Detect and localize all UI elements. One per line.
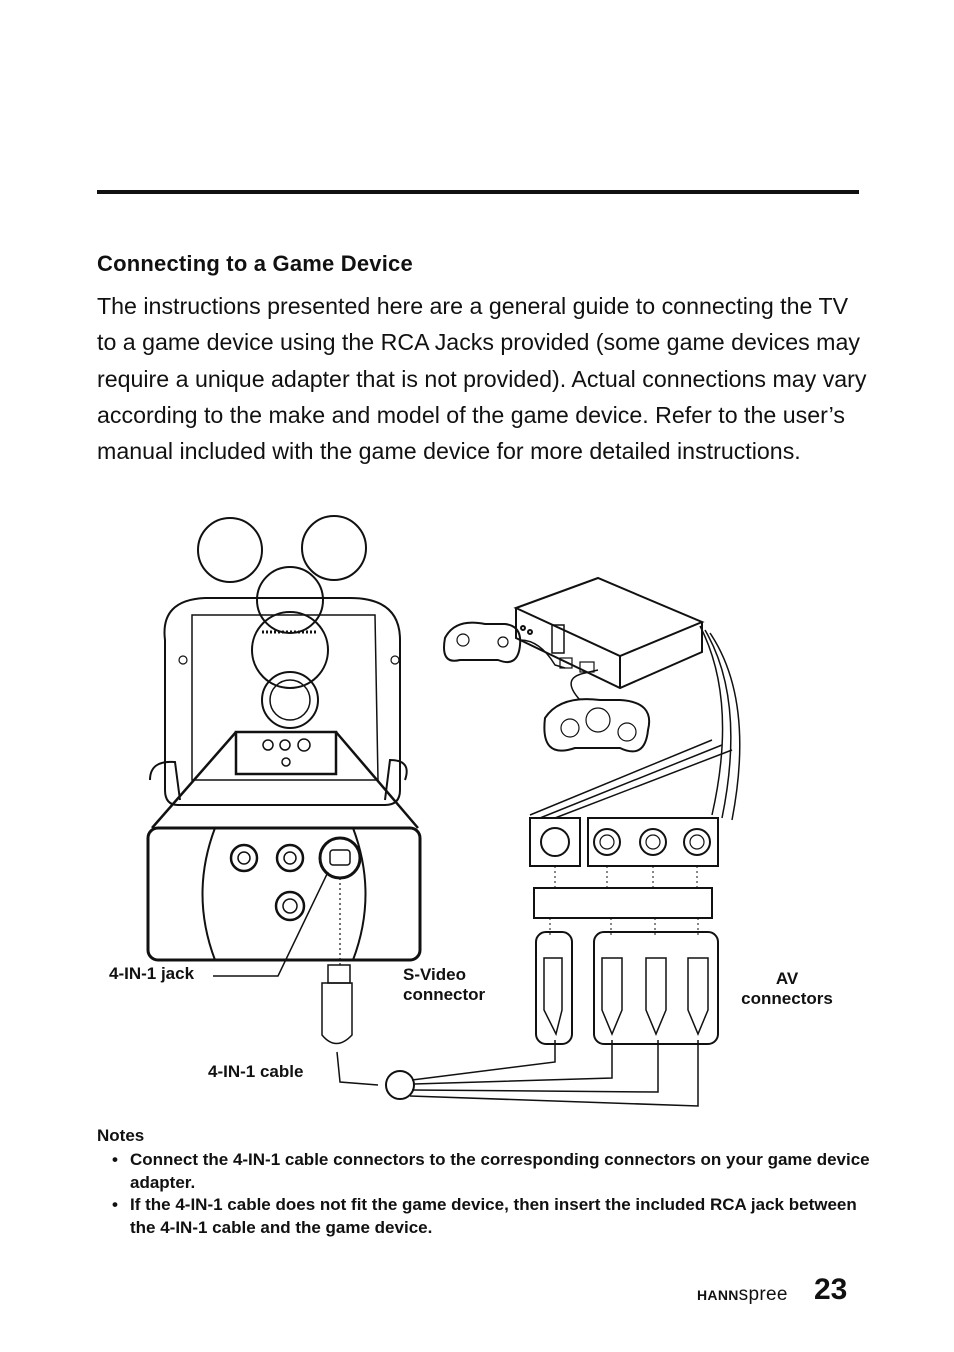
section-heading: Connecting to a Game Device bbox=[97, 251, 413, 276]
notes-title: Notes bbox=[97, 1126, 145, 1145]
svideo-plug-illustration bbox=[535, 931, 573, 1045]
label-svideo-connector: S-Video connector bbox=[403, 965, 486, 1004]
jack-leader-line bbox=[213, 871, 329, 977]
adapter-panel-illustration bbox=[529, 817, 719, 935]
tv-illustration bbox=[149, 515, 419, 829]
game-console-illustration bbox=[513, 576, 705, 690]
connection-diagram bbox=[146, 515, 741, 1107]
page-number: 23 bbox=[814, 1273, 848, 1306]
jack-panel-detail bbox=[146, 826, 422, 965]
small-controller-illustration bbox=[443, 621, 573, 669]
label-4in1-jack: 4-IN-1 jack bbox=[109, 964, 195, 983]
large-controller-illustration bbox=[543, 661, 651, 753]
av-plugs-illustration bbox=[593, 931, 719, 1045]
section-body: The instructions presented here are a ge… bbox=[97, 293, 867, 465]
cable-plug-illustration bbox=[321, 964, 699, 1107]
header-rule bbox=[97, 190, 859, 194]
notes-list: •Connect the 4-IN-1 cable connectors to … bbox=[112, 1149, 872, 1239]
label-av-connectors: AV connectors bbox=[741, 969, 833, 1008]
list-item: •If the 4-IN-1 cable does not fit the ga… bbox=[112, 1195, 857, 1237]
brand-logo: HANNspree bbox=[697, 1284, 788, 1305]
label-4in1-cable: 4-IN-1 cable bbox=[208, 1062, 304, 1081]
list-item: •Connect the 4-IN-1 cable connectors to … bbox=[112, 1150, 870, 1192]
